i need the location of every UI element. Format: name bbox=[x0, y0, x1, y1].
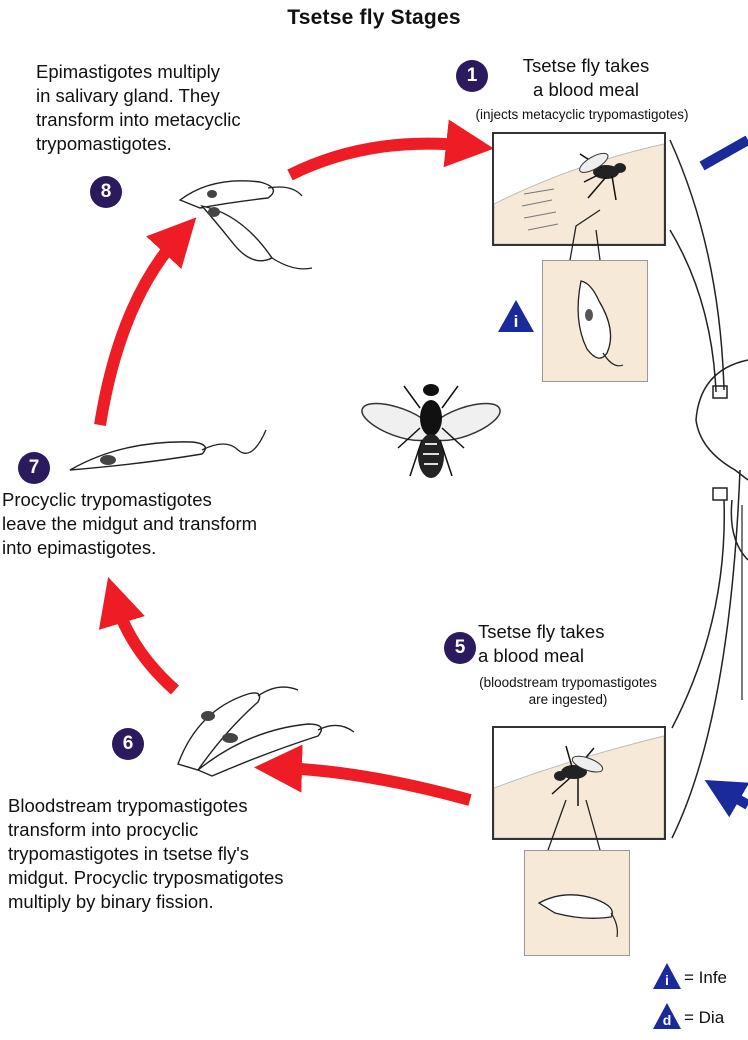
stage-7-badge: 7 bbox=[18, 452, 50, 484]
legend-infective-text: = Infe bbox=[684, 968, 728, 987]
legend-diagnostic-triangle-icon bbox=[653, 1003, 681, 1029]
stage-5-label: Tsetse fly takes a blood meal bbox=[478, 621, 605, 666]
epimastigote-illustration bbox=[172, 148, 322, 278]
infective-triangle-icon bbox=[498, 300, 534, 332]
arrow-7-to-8 bbox=[94, 217, 197, 426]
binary-fission-icon bbox=[177, 686, 355, 777]
stage-5-note: (bloodstream trypomastigotes are ingeste… bbox=[479, 675, 657, 707]
tsetse-fly-illustration bbox=[356, 378, 506, 488]
stage-8-badge: 8 bbox=[90, 176, 122, 208]
procyclic-trypomastigote-icon bbox=[69, 429, 267, 471]
stage-1-note: (injects metacyclic trypomastigotes) bbox=[475, 107, 689, 122]
legend-diagnostic-text: = Dia bbox=[684, 1008, 725, 1027]
stage-7-label: Procyclic trypomastigotes leave the midg… bbox=[2, 489, 258, 558]
legend-item-infective: i = Infe bbox=[652, 962, 748, 996]
stage-5-bite-box bbox=[492, 726, 666, 840]
dividing-procyclic-illustration bbox=[168, 680, 358, 780]
procyclic-trypomastigote-illustration bbox=[62, 420, 272, 480]
stage-1-bite-box bbox=[492, 132, 666, 246]
epimastigote-icon bbox=[178, 180, 313, 270]
bloodstream-trypomastigote-illustration bbox=[537, 894, 618, 938]
infective-stage-marker: i bbox=[496, 298, 536, 334]
fly-biting-skin-illustration bbox=[494, 143, 664, 244]
stage-8-label: Epimastigotes multiply in salivary gland… bbox=[36, 61, 241, 154]
arrow-human-bottom bbox=[704, 780, 748, 818]
arrow-human-top bbox=[699, 135, 748, 171]
stage-5-badge: 5 bbox=[444, 632, 476, 664]
stage-1-badge: 1 bbox=[456, 60, 488, 92]
diagram-title: Tsetse fly Stages bbox=[287, 6, 461, 29]
metacyclic-trypomastigote-illustration bbox=[577, 280, 624, 367]
arrow-5-to-6 bbox=[254, 744, 472, 806]
fly-feeding-illustration bbox=[494, 735, 664, 838]
arrow-6-to-7 bbox=[98, 577, 179, 695]
stage-6-badge: 6 bbox=[112, 728, 144, 760]
legend-infective-triangle-icon bbox=[653, 963, 681, 989]
stage-5-parasite-inset bbox=[524, 850, 630, 956]
stage-6-label: Bloodstream trypomastigotes transform in… bbox=[8, 795, 284, 912]
legend-infective-letter: i bbox=[665, 972, 669, 988]
tsetse-fly-icon bbox=[361, 384, 501, 478]
arrow-8-to-1 bbox=[287, 119, 494, 181]
legend-item-diagnostic: d = Dia bbox=[652, 1002, 748, 1036]
stage-1-parasite-inset bbox=[542, 260, 648, 382]
stage-1-label: Tsetse fly takes a blood meal bbox=[522, 55, 650, 100]
infective-marker-letter: i bbox=[513, 312, 519, 331]
legend-diagnostic-letter: d bbox=[662, 1012, 672, 1028]
